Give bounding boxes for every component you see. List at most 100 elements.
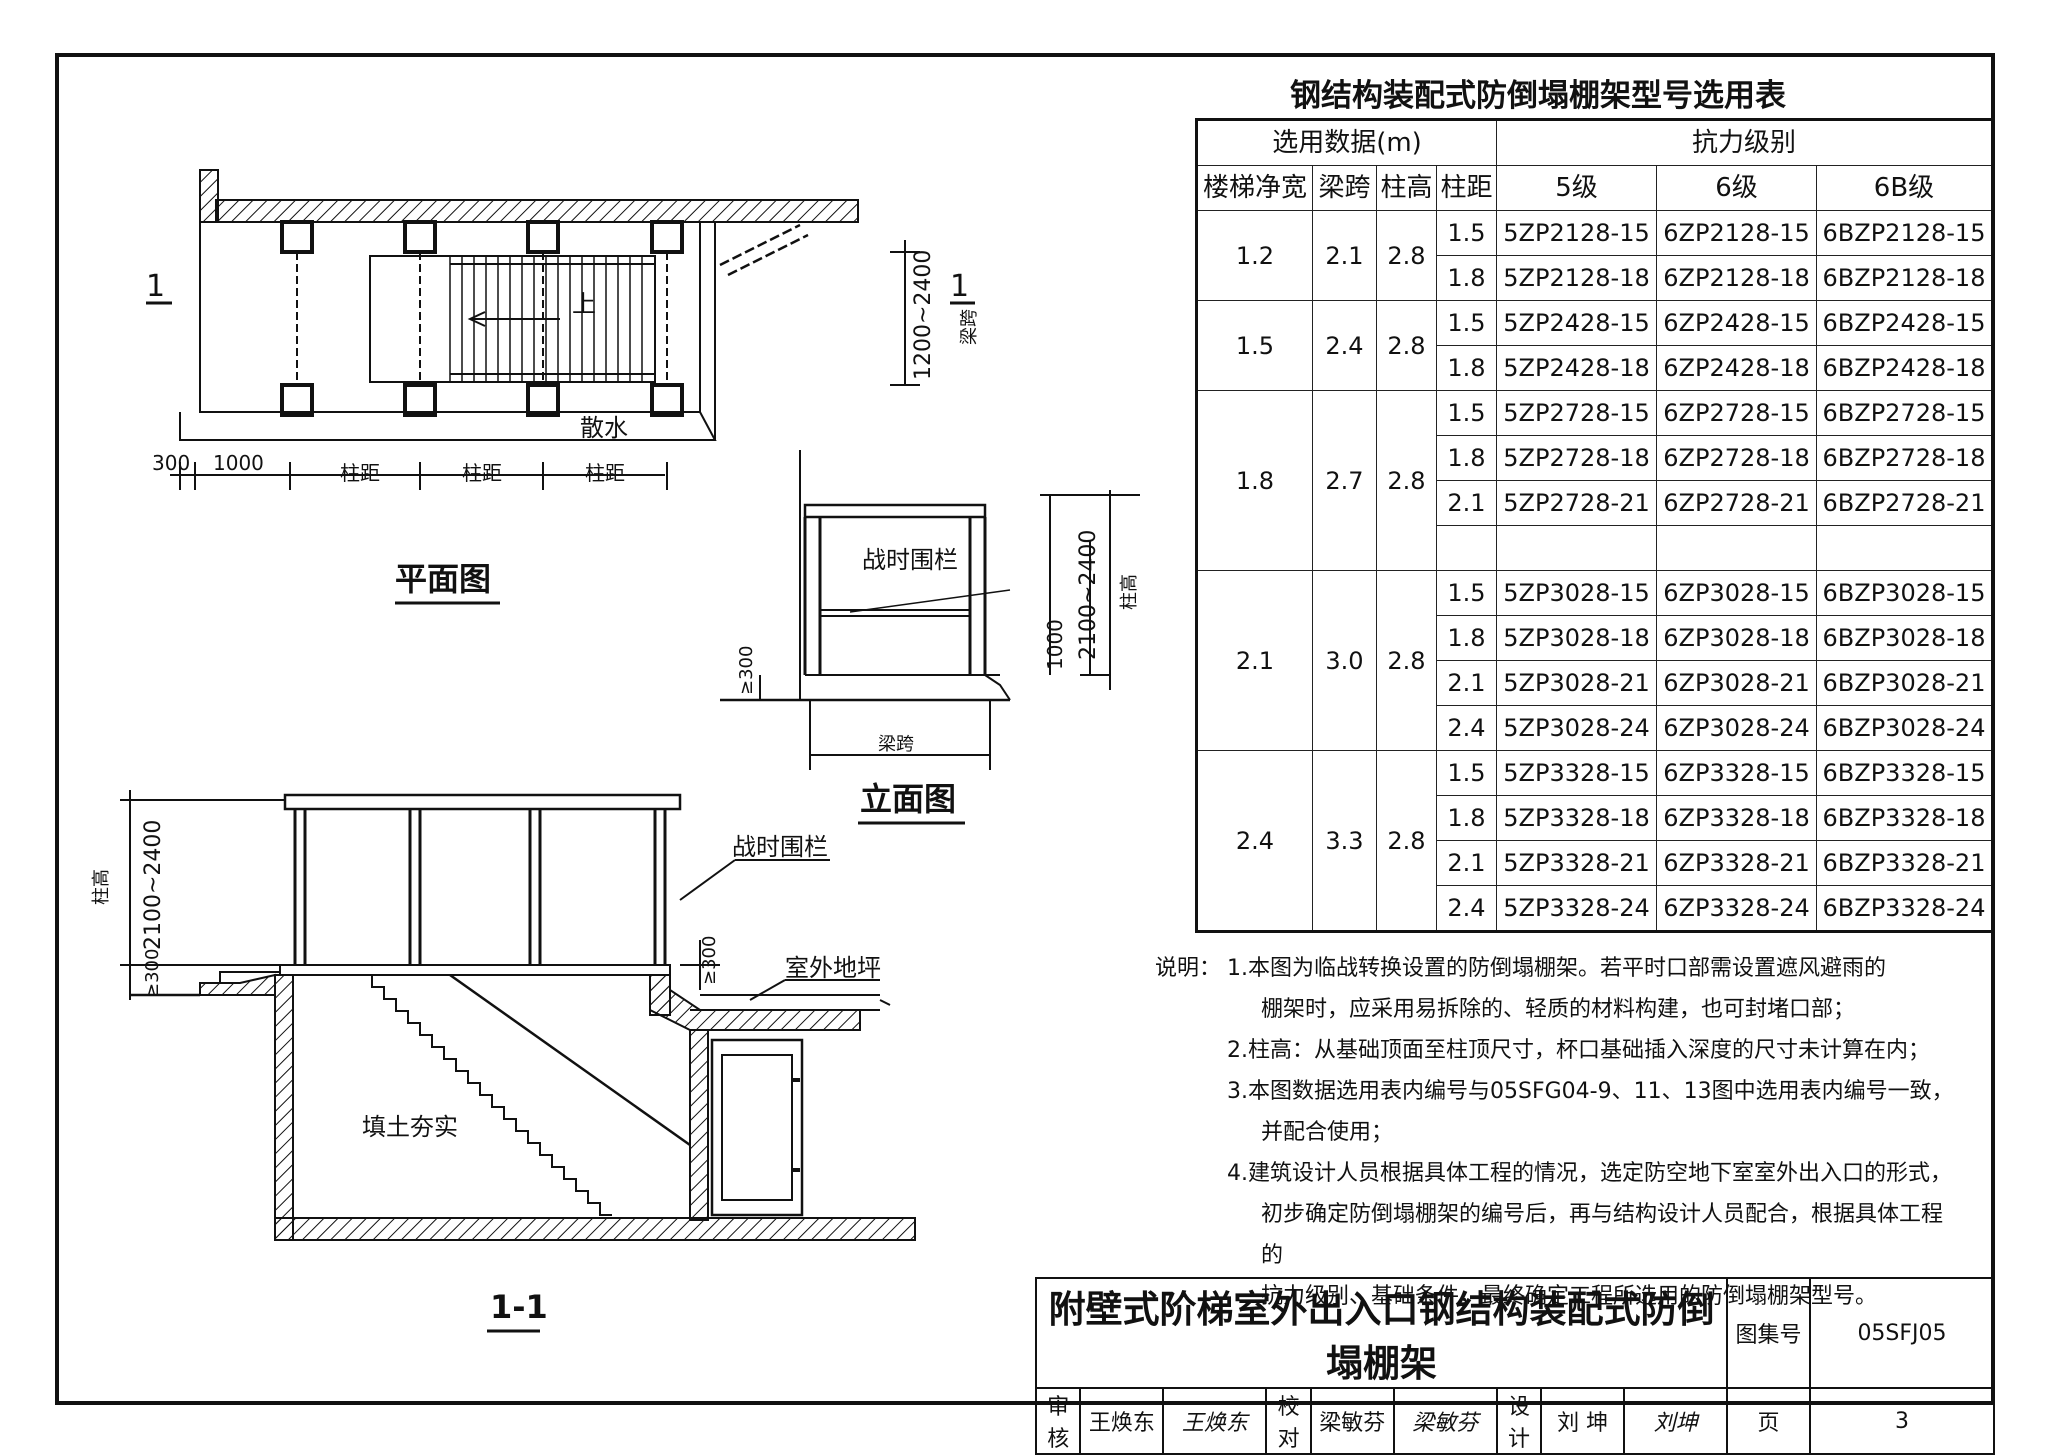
- cell-model-level6b: 6BZP3028-24: [1816, 705, 1993, 751]
- cell-model-level5: 5ZP2728-15: [1496, 390, 1657, 436]
- note-1b: 棚架时，应采用易拆除的、轻质的材料构建，也可封堵口部；: [1261, 997, 1856, 1022]
- section-dim-300-right: ≥300: [699, 936, 720, 985]
- cell-model-level6b: 6BZP2128-18: [1816, 255, 1993, 301]
- cell-model-level6b: 6BZP3328-18: [1816, 795, 1993, 841]
- cell-stair-width: 1.8: [1196, 390, 1313, 571]
- table-row: [1197, 525, 1993, 571]
- cell-model-level6b: 6BZP2128-15: [1816, 210, 1993, 256]
- selection-table: 选用数据(m) 抗力级别 楼梯净宽 梁跨 柱高 柱距 5级 6级 6B级 1.2…: [1195, 118, 1994, 933]
- section-col-height-label: 柱高: [91, 869, 112, 905]
- atlas-number: 05SFJ05: [1808, 1277, 1996, 1389]
- title-block: 附壁式阶梯室外出入口钢结构装配式防倒塌棚架 图集号 05SFJ05 审核 王焕东…: [1034, 1277, 1996, 1455]
- notes-label: 说明：: [1155, 956, 1222, 981]
- cell-model-level6b: 6BZP3328-15: [1816, 750, 1993, 796]
- cell-column-distance: 2.4: [1436, 705, 1497, 751]
- cell-column-distance: 1.5: [1436, 390, 1497, 436]
- elevation-dim-300: ≥300: [736, 646, 757, 695]
- cell-stair-width: 1.2: [1196, 210, 1313, 301]
- elevation-dim-1000: 1000: [1043, 619, 1067, 670]
- table-group-header-left: 选用数据(m): [1196, 119, 1497, 166]
- cell-column-distance: 1.5: [1436, 210, 1497, 256]
- design-label: 设计: [1495, 1387, 1543, 1455]
- cell-model-level6: 6ZP3028-15: [1656, 570, 1817, 616]
- notes: 说明： 1.本图为临战转换设置的防倒塌棚架。若平时口部需设置遮风避雨的 棚架时，…: [1155, 948, 1955, 1317]
- cell-column-distance: [1436, 525, 1497, 571]
- note-3b: 并配合使用；: [1261, 1120, 1394, 1145]
- plan-apron-label: 散水: [580, 414, 628, 442]
- note-1a: 1.本图为临战转换设置的防倒塌棚架。若平时口部需设置遮风避雨的: [1227, 956, 1886, 981]
- plan-view: [146, 169, 975, 490]
- cell-model-level6b: 6BZP3028-18: [1816, 615, 1993, 661]
- cell-model-level5: 5ZP3028-18: [1496, 615, 1657, 661]
- cell-stair-width: 2.1: [1196, 570, 1313, 751]
- cell-beam-span: 2.4: [1312, 300, 1377, 391]
- table-col-header-row: 楼梯净宽 梁跨 柱高 柱距 5级 6级 6B级: [1196, 165, 1993, 211]
- cell-model-level6: 6ZP3328-24: [1656, 885, 1817, 932]
- section-view: [120, 790, 916, 1241]
- cell-model-level6: 6ZP2128-15: [1656, 210, 1817, 256]
- cell-model-level6b: 6BZP3328-21: [1816, 840, 1993, 886]
- plan-dim-1000: 1000: [213, 451, 264, 475]
- cell-model-level6: 6ZP3328-15: [1656, 750, 1817, 796]
- cell-model-level5: 5ZP3328-21: [1496, 840, 1657, 886]
- cell-model-level6: 6ZP3028-18: [1656, 615, 1817, 661]
- cell-beam-span: 3.3: [1312, 750, 1377, 932]
- cell-model-level5: [1496, 525, 1657, 571]
- cell-column-distance: 2.1: [1436, 840, 1497, 886]
- review-label: 审核: [1034, 1387, 1082, 1455]
- cell-model-level5: 5ZP3328-15: [1496, 750, 1657, 796]
- section-title: 1-1: [490, 1288, 548, 1326]
- check-label: 校对: [1265, 1387, 1312, 1455]
- note-3a: 3.本图数据选用表内编号与05SFG04-9、11、13图中选用表内编号一致，: [1227, 1079, 1954, 1104]
- table-title: 钢结构装配式防倒塌棚架型号选用表: [1290, 78, 1786, 114]
- reviewer-name: 王焕东: [1079, 1387, 1165, 1455]
- table-group-header-row: 选用数据(m) 抗力级别: [1196, 119, 1993, 166]
- elevation-dim-height: 2100~2400: [1076, 530, 1101, 660]
- col-header-span: 梁跨: [1312, 165, 1377, 211]
- cell-beam-span: 3.0: [1312, 570, 1377, 751]
- cell-stair-width: 2.4: [1196, 750, 1313, 932]
- designer-name: 刘 坤: [1540, 1387, 1626, 1455]
- cell-model-level6b: 6BZP3028-21: [1816, 660, 1993, 706]
- cell-model-level6b: 6BZP2728-15: [1816, 390, 1993, 436]
- plan-col-spacing-3: 柱距: [585, 461, 625, 485]
- elevation-railing-label: 战时围栏: [862, 546, 958, 574]
- plan-col-spacing-1: 柱距: [340, 461, 380, 485]
- cell-model-level6b: 6BZP2428-18: [1816, 345, 1993, 391]
- cell-model-level5: 5ZP3028-21: [1496, 660, 1657, 706]
- elevation-view: [720, 450, 1140, 770]
- section-dim-300-left: ≥300: [142, 949, 163, 998]
- cell-column-height: 2.8: [1376, 570, 1437, 751]
- cell-column-height: 2.8: [1376, 210, 1437, 301]
- plan-title: 平面图: [395, 560, 491, 598]
- cell-column-distance: 1.8: [1436, 345, 1497, 391]
- cell-column-distance: 1.8: [1436, 615, 1497, 661]
- cell-model-level5: 5ZP2728-21: [1496, 480, 1657, 526]
- cell-model-level6b: 6BZP2728-18: [1816, 435, 1993, 481]
- cell-model-level6: [1656, 525, 1817, 571]
- cell-column-distance: 1.8: [1436, 255, 1497, 301]
- section-fill-label: 填土夯实: [362, 1113, 458, 1141]
- cell-model-level6b: 6BZP2428-15: [1816, 300, 1993, 346]
- col-header-height: 柱高: [1376, 165, 1437, 211]
- cell-beam-span: 2.7: [1312, 390, 1377, 571]
- cell-model-level5: 5ZP2428-18: [1496, 345, 1657, 391]
- elevation-title: 立面图: [860, 780, 956, 818]
- cell-model-level6: 6ZP2128-18: [1656, 255, 1817, 301]
- cell-model-level6: 6ZP3328-21: [1656, 840, 1817, 886]
- cell-model-level6b: 6BZP2728-21: [1816, 480, 1993, 526]
- cell-column-distance: 1.8: [1436, 795, 1497, 841]
- col-header-dist: 柱距: [1436, 165, 1497, 211]
- page-number: 3: [1808, 1387, 1996, 1455]
